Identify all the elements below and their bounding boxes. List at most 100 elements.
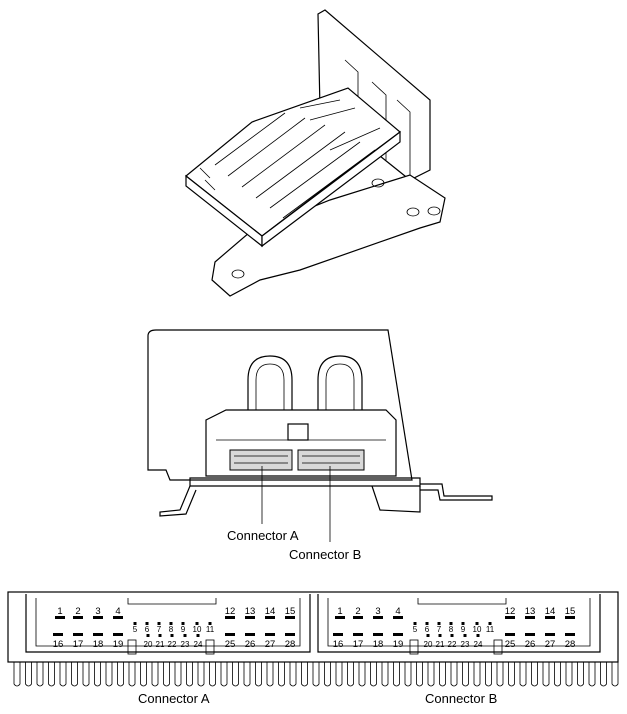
connector-b-pin-marker <box>353 633 363 636</box>
connector-lead <box>324 662 331 687</box>
connector-lead <box>13 662 21 687</box>
connector-b-pin-14: 14 <box>545 606 556 617</box>
connector-a-pin-marker <box>169 622 173 625</box>
connector-b-pin-5: 5 <box>413 625 418 634</box>
connector-lead <box>289 662 297 687</box>
connector-lead <box>105 662 113 687</box>
connector-b-pin-1: 1 <box>337 606 342 617</box>
connector-lead <box>519 662 527 687</box>
callout-connector-b: Connector B <box>289 547 361 562</box>
connector-lead <box>59 662 67 687</box>
connector-a-pin-3: 3 <box>95 606 100 617</box>
connector-lead <box>232 662 239 687</box>
connector-a-pin-marker <box>181 622 185 625</box>
connector-a-pin-marker <box>93 616 103 619</box>
connector-a-pin-21: 21 <box>156 640 165 649</box>
connector-lead <box>255 662 262 687</box>
connector-b-pin-18: 18 <box>373 639 384 650</box>
connector-lead <box>335 662 343 687</box>
connector-lead <box>220 662 228 687</box>
connector-b-pin-6: 6 <box>425 625 430 634</box>
connector-b-pin-marker <box>373 633 383 636</box>
connector-b-pin-marker <box>476 634 480 637</box>
connector-b-pin-8: 8 <box>449 625 454 634</box>
connector-a-pin-7: 7 <box>157 625 162 634</box>
connector-a-pin-28: 28 <box>285 639 296 650</box>
connector-a-pin-marker <box>225 633 235 636</box>
connector-lead <box>36 662 44 687</box>
connector-a-pin-marker <box>265 633 275 636</box>
connector-a-pin-14: 14 <box>265 606 276 617</box>
connector-b-pin-marker <box>475 622 479 625</box>
connector-lead <box>416 662 423 687</box>
connector-a-pin-marker <box>73 633 83 636</box>
connector-lead <box>462 662 469 687</box>
connector-lead <box>25 662 32 687</box>
connector-a-pin-9: 9 <box>181 625 186 634</box>
connector-a-pin-marker <box>55 616 65 619</box>
connector-a-pin-marker <box>265 616 275 619</box>
connector-lead <box>565 662 573 687</box>
connector-b-pin-marker <box>437 622 441 625</box>
connector-b-pin-marker <box>505 616 515 619</box>
connector-lead <box>485 662 492 687</box>
connector-b-pin-marker <box>545 633 555 636</box>
connector-b-pin-marker <box>525 633 535 636</box>
connector-a-pin-13: 13 <box>245 606 256 617</box>
connector-b-pin-marker <box>463 634 467 637</box>
connector-b-pin-marker <box>488 622 492 625</box>
connector-a-pin-22: 22 <box>168 640 177 649</box>
connector-a-pin-marker <box>208 622 212 625</box>
connector-b-pin-17: 17 <box>353 639 364 650</box>
connector-a-pin-10: 10 <box>193 625 202 634</box>
connector-b-pin-marker <box>461 622 465 625</box>
connector-a-pin-marker <box>157 622 161 625</box>
connector-b-pin-marker <box>426 634 430 637</box>
connector-b-pin-16: 16 <box>333 639 344 650</box>
connector-a-pin-18: 18 <box>93 639 104 650</box>
connector-lead <box>600 662 607 687</box>
connector-a-pin-17: 17 <box>73 639 84 650</box>
connector-a-pin-marker <box>245 616 255 619</box>
connector-b-pin-27: 27 <box>545 639 556 650</box>
connector-a-pin-16: 16 <box>53 639 64 650</box>
connector-b-pin-marker <box>450 634 454 637</box>
connector-lead <box>186 662 193 687</box>
connector-lead <box>301 662 308 687</box>
connector-b-pin-marker <box>335 616 345 619</box>
connector-a-pin-marker <box>195 622 199 625</box>
connector-b-pin-11: 11 <box>486 625 495 634</box>
connector-b-pin-marker <box>505 633 515 636</box>
connector-a-pin-24: 24 <box>194 640 203 649</box>
connector-b-pin-marker <box>565 633 575 636</box>
connector-lead <box>278 662 285 687</box>
caption-connector-a: Connector A <box>138 691 210 706</box>
connector-a-pin-15: 15 <box>285 606 296 617</box>
connector-a-pin-25: 25 <box>225 639 236 650</box>
connector-b-pin-13: 13 <box>525 606 536 617</box>
connector-a-pin-5: 5 <box>133 625 138 634</box>
connector-a-pin-marker <box>133 622 137 625</box>
connector-lead <box>140 662 147 687</box>
connector-lead <box>439 662 446 687</box>
connector-b-pin-marker <box>545 616 555 619</box>
connector-b-pin-21: 21 <box>436 640 445 649</box>
connector-a-pin-marker <box>245 633 255 636</box>
connector-lead <box>174 662 182 687</box>
connector-lead <box>94 662 101 687</box>
connector-b-pin-25: 25 <box>505 639 516 650</box>
connector-a-pin-12: 12 <box>225 606 236 617</box>
connector-lead <box>496 662 504 687</box>
connector-b-pin-7: 7 <box>437 625 442 634</box>
connector-a-pin-11: 11 <box>206 625 215 634</box>
connector-b-pin-28: 28 <box>565 639 576 650</box>
connector-b-pin-10: 10 <box>473 625 482 634</box>
callout-connector-a: Connector A <box>227 528 299 543</box>
connector-a-pin-marker <box>158 634 162 637</box>
connector-lead <box>151 662 159 687</box>
connector-b-pin-marker <box>373 616 383 619</box>
connector-lead <box>611 662 619 687</box>
connector-b-pin-15: 15 <box>565 606 576 617</box>
